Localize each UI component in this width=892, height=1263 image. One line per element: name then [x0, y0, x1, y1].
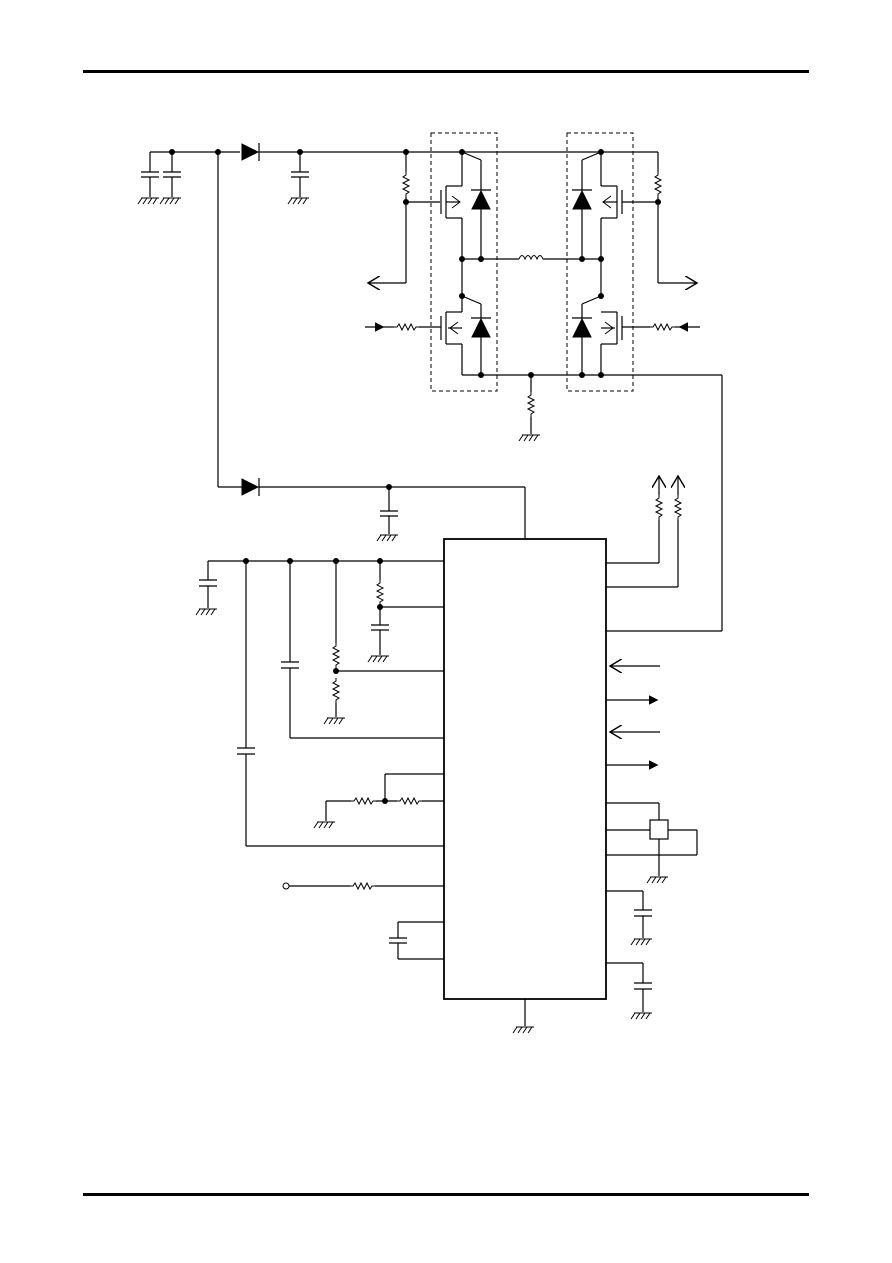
- supply-input-section: [137, 149, 240, 205]
- capacitor-icon: [376, 484, 399, 542]
- resistor-icon: [655, 494, 663, 521]
- diode-icon: [241, 478, 260, 496]
- controller-ic: [443, 538, 607, 1000]
- ground-icon: [512, 1026, 535, 1034]
- resistor-icon: [674, 494, 682, 521]
- capacitor-icon: [606, 890, 653, 946]
- resistor-icon: [349, 882, 376, 890]
- resistor-icon: [396, 797, 423, 805]
- resistor-icon: [332, 642, 340, 669]
- mosfet-icon: [440, 149, 491, 259]
- diode-icon: [241, 143, 260, 161]
- resistor-icon: [332, 677, 340, 704]
- ground-icon: [518, 434, 541, 442]
- resistor-icon: [376, 579, 384, 606]
- ground-icon: [159, 197, 182, 205]
- left-transistor-package: [430, 132, 498, 392]
- resistor-icon: [393, 323, 420, 331]
- inductor-icon: [518, 255, 601, 261]
- mosfet-icon: [572, 149, 623, 259]
- capacitor-icon: [287, 149, 310, 205]
- resistor-icon: [350, 797, 377, 805]
- mosfet-icon: [572, 259, 623, 375]
- resistor-icon: [654, 171, 662, 198]
- footer-rule: [83, 1193, 809, 1196]
- capacitor-icon: [606, 962, 653, 1020]
- mosfet-icon: [440, 259, 491, 375]
- resistor-icon: [402, 171, 410, 198]
- resistor-icon: [649, 323, 676, 331]
- ground-icon: [137, 197, 160, 205]
- resistor-icon: [527, 391, 535, 418]
- header-rule: [83, 70, 809, 73]
- capacitor-icon: [195, 561, 218, 616]
- crystal-icon: [606, 802, 698, 884]
- right-transistor-package: [566, 132, 634, 392]
